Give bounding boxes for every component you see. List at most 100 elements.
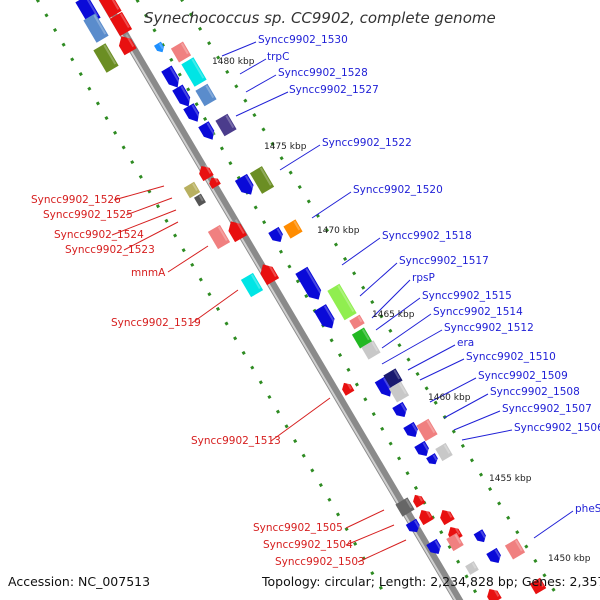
gene-glyph[interactable] — [426, 538, 443, 557]
gene-shape[interactable] — [268, 226, 285, 245]
gene-glyph[interactable] — [416, 507, 434, 526]
gene-shape[interactable] — [405, 518, 422, 535]
gene-label[interactable]: Syncc9902_1526 — [31, 194, 121, 206]
gene-glyph[interactable] — [465, 561, 479, 575]
gene-label[interactable]: Syncc9902_1530 — [258, 34, 348, 46]
gene-glyph[interactable] — [504, 538, 526, 560]
gene-shape[interactable] — [361, 340, 381, 360]
gene-shape[interactable] — [154, 41, 166, 55]
gene-glyph[interactable] — [392, 401, 409, 420]
gene-shape[interactable] — [349, 314, 365, 330]
gene-label[interactable]: Syncc9902_1523 — [65, 244, 155, 256]
gene-label[interactable]: Syncc9902_1507 — [502, 403, 592, 415]
gene-glyph[interactable] — [183, 103, 202, 125]
gene-glyph[interactable] — [215, 113, 237, 137]
gene-shape[interactable] — [257, 261, 280, 286]
gene-shape[interactable] — [426, 538, 443, 557]
gene-label[interactable]: Syncc9902_1520 — [353, 184, 443, 196]
gene-glyph[interactable] — [183, 181, 201, 199]
gene-glyph[interactable] — [486, 547, 503, 566]
gene-glyph[interactable] — [313, 304, 338, 332]
gene-label[interactable]: Syncc9902_1527 — [289, 84, 379, 96]
gene-label[interactable]: Syncc9902_1528 — [278, 67, 368, 79]
gene-label[interactable]: Syncc9902_1517 — [399, 255, 489, 267]
gene-label[interactable]: Syncc9902_1519 — [111, 317, 201, 329]
gene-shape[interactable] — [83, 13, 109, 43]
gene-shape[interactable] — [115, 33, 137, 56]
gene-glyph[interactable] — [446, 532, 464, 552]
gene-glyph[interactable] — [395, 497, 415, 517]
gene-label[interactable]: Syncc9902_1525 — [43, 209, 133, 221]
gene-glyph[interactable] — [405, 518, 422, 535]
gene-label[interactable]: Syncc9902_1512 — [444, 322, 534, 334]
gene-shape[interactable] — [98, 0, 122, 19]
gene-shape[interactable] — [195, 83, 217, 107]
gene-glyph[interactable] — [414, 440, 431, 459]
gene-glyph[interactable] — [361, 340, 381, 360]
gene-glyph[interactable] — [403, 421, 420, 440]
gene-label[interactable]: Syncc9902_1518 — [382, 230, 472, 242]
gene-glyph[interactable] — [109, 11, 133, 37]
gene-shape[interactable] — [416, 418, 438, 442]
gene-shape[interactable] — [383, 368, 403, 388]
gene-shape[interactable] — [446, 532, 464, 552]
gene-glyph[interactable] — [161, 65, 183, 90]
gene-glyph[interactable] — [473, 529, 489, 544]
gene-shape[interactable] — [194, 193, 206, 207]
gene-glyph[interactable] — [170, 41, 192, 63]
gene-glyph[interactable] — [240, 272, 264, 298]
gene-shape[interactable] — [183, 103, 202, 125]
gene-shape[interactable] — [411, 492, 426, 508]
gene-shape[interactable] — [340, 380, 355, 396]
gene-shape[interactable] — [295, 266, 324, 303]
gene-label[interactable]: Syncc9902_1503 — [275, 556, 365, 568]
gene-glyph[interactable] — [115, 33, 137, 56]
gene-label[interactable]: trpC — [267, 51, 289, 63]
gene-shape[interactable] — [225, 218, 248, 243]
gene-glyph[interactable] — [349, 314, 365, 330]
gene-glyph[interactable] — [437, 507, 455, 526]
gene-shape[interactable] — [181, 57, 207, 87]
gene-shape[interactable] — [207, 224, 231, 250]
gene-glyph[interactable] — [195, 83, 217, 107]
gene-shape[interactable] — [215, 113, 237, 137]
gene-shape[interactable] — [403, 421, 420, 440]
gene-label[interactable]: Syncc9902_1508 — [490, 386, 580, 398]
gene-shape[interactable] — [388, 381, 410, 403]
gene-glyph[interactable] — [327, 283, 357, 321]
gene-label[interactable]: Syncc9902_1505 — [253, 522, 343, 534]
gene-glyph[interactable] — [172, 84, 194, 109]
gene-glyph[interactable] — [435, 442, 453, 462]
gene-label[interactable]: mnmA — [131, 267, 166, 279]
gene-glyph[interactable] — [207, 224, 231, 250]
gene-shape[interactable] — [473, 529, 489, 544]
gene-label[interactable]: Syncc9902_1510 — [466, 351, 556, 363]
gene-label[interactable]: era — [457, 337, 474, 349]
gene-shape[interactable] — [435, 442, 453, 462]
gene-label[interactable]: Syncc9902_1524 — [54, 229, 144, 241]
gene-glyph[interactable] — [83, 13, 109, 43]
gene-shape[interactable] — [351, 327, 373, 349]
gene-glyph[interactable] — [196, 163, 214, 182]
gene-shape[interactable] — [161, 65, 183, 90]
gene-glyph[interactable] — [351, 327, 373, 349]
gene-shape[interactable] — [234, 173, 257, 198]
gene-shape[interactable] — [283, 219, 303, 239]
gene-glyph[interactable] — [484, 586, 502, 600]
gene-glyph[interactable] — [154, 41, 166, 55]
gene-glyph[interactable] — [416, 418, 438, 442]
gene-glyph[interactable] — [426, 453, 440, 467]
gene-shape[interactable] — [327, 283, 357, 321]
gene-label[interactable]: Syncc9902_1522 — [322, 137, 412, 149]
gene-glyph[interactable] — [181, 57, 207, 87]
gene-shape[interactable] — [504, 538, 526, 560]
gene-shape[interactable] — [416, 507, 434, 526]
gene-shape[interactable] — [392, 401, 409, 420]
gene-shape[interactable] — [437, 507, 455, 526]
gene-glyph[interactable] — [225, 218, 248, 243]
gene-glyph[interactable] — [283, 219, 303, 239]
gene-glyph[interactable] — [340, 380, 355, 396]
gene-glyph[interactable] — [529, 577, 547, 595]
gene-shape[interactable] — [93, 43, 119, 73]
gene-label[interactable]: rpsP — [412, 272, 435, 284]
